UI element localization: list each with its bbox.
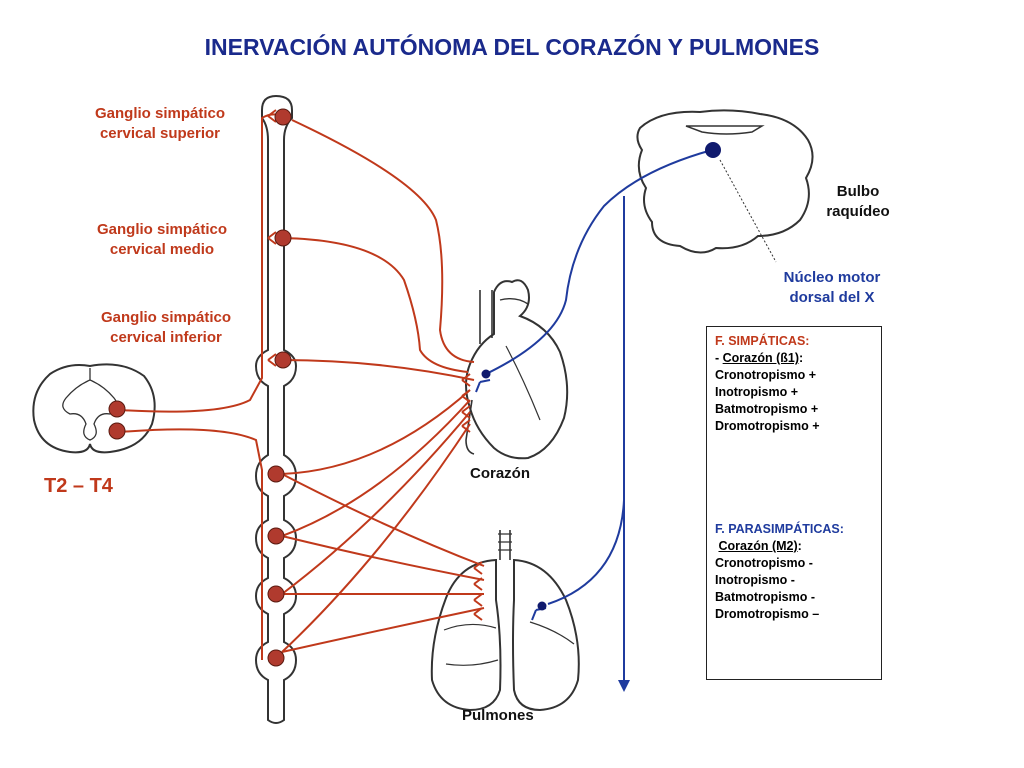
label-bulbo: Bulbo raquídeo (826, 183, 890, 220)
label-ganglio-inferior: Ganglio simpático cervical inferior (100, 309, 232, 346)
label-ganglio-superior: Ganglio simpático cervical superior (94, 105, 226, 142)
heart-outline (465, 279, 569, 460)
simpaticas-effect: Batmotropismo + (715, 402, 819, 416)
simpaticas-effect: Cronotropismo + (715, 368, 817, 382)
parasympathetic-neurons (481, 142, 721, 611)
spinal-neuron-1 (108, 400, 126, 418)
parasimpaticas-effect: Cronotropismo - (715, 556, 813, 570)
parasympathetic-fibres (475, 149, 713, 684)
sympathetic-ganglia (108, 108, 292, 667)
medulla-outline (636, 109, 814, 254)
ganglion-superior (274, 108, 292, 126)
label-nucleo: Núcleo motor dorsal del X (783, 269, 881, 306)
vagus-arrowhead (618, 680, 630, 692)
ganglion-thoracic-4 (267, 649, 285, 667)
nucleus-pointer-line (719, 159, 777, 263)
label-ganglio-medio: Ganglio simpático cervical medio (96, 221, 228, 258)
simpaticas-effect: Inotropismo + (715, 385, 798, 399)
pulmonary-postganglionic-neuron (537, 601, 547, 611)
dorsal-motor-nucleus (705, 142, 721, 158)
spinal-neuron-2 (108, 422, 126, 440)
parasimpaticas-title: F. PARASIMPÁTICAS: (715, 522, 844, 536)
parasimpaticas-target: Corazón (M2): (718, 539, 802, 553)
diagram-title: INERVACIÓN AUTÓNOMA DEL CORAZÓN Y PULMON… (204, 34, 820, 60)
parasimpaticas-effect: Batmotropismo - (715, 590, 815, 604)
ganglion-thoracic-1 (267, 465, 285, 483)
label-corazon: Corazón (470, 465, 530, 482)
simpaticas-effect: Dromotropismo + (715, 419, 820, 433)
parasimpaticas-effect: Dromotropismo – (715, 607, 820, 621)
ganglion-thoracic-2 (267, 527, 285, 545)
ganglion-thoracic-3 (267, 585, 285, 603)
parasimpaticas-effect: Inotropismo - (715, 573, 795, 587)
lungs-outline (430, 530, 580, 712)
label-segment: T2 – T4 (44, 475, 113, 497)
simpaticas-target: - Corazón (ß1): (715, 351, 804, 365)
sympathetic-fibres (119, 109, 485, 665)
cardiac-postganglionic-neuron (481, 369, 491, 379)
sympathetic-chain (254, 94, 298, 724)
spinal-cord-section (32, 363, 156, 454)
simpaticas-title: F. SIMPÁTICAS: (715, 334, 810, 348)
effects-info-box: F. SIMPÁTICAS: - Corazón (ß1): Cronotrop… (706, 326, 882, 680)
ganglion-medio (274, 229, 292, 247)
label-pulmones: Pulmones (462, 707, 534, 724)
info-box-spacer (715, 435, 873, 521)
ganglion-inferior (274, 351, 292, 369)
